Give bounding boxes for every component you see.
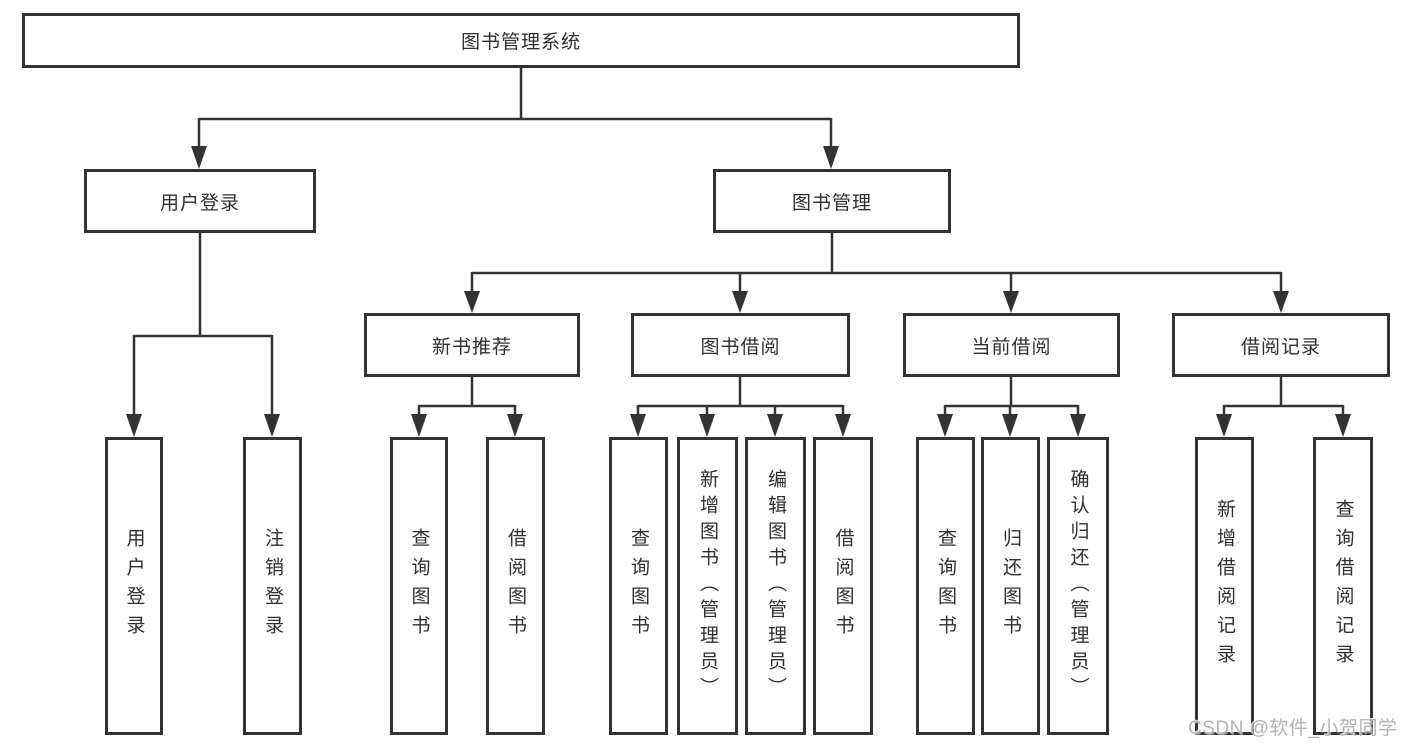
leaf-edit-book-admin: 编辑图书（管理员）	[745, 437, 806, 735]
leaf-query-book-current: 查询图书	[916, 437, 975, 735]
leaf-confirm-return-admin: 确认归还（管理员）	[1047, 437, 1109, 735]
node-root: 图书管理系统	[22, 13, 1020, 68]
leaf-query-book-borrow: 查询图书	[609, 437, 668, 735]
leaf-add-book-admin-label: 新增图书（管理员）	[697, 469, 718, 703]
leaf-confirm-return-admin-label: 确认归还（管理员）	[1067, 469, 1089, 703]
leaf-return-book: 归还图书	[981, 437, 1040, 735]
leaf-query-book-recommend-label: 查询图书	[408, 528, 430, 644]
leaf-return-book-label: 归还图书	[1000, 528, 1021, 644]
leaf-add-borrow-record: 新增借阅记录	[1195, 437, 1254, 735]
node-borrow-records: 借阅记录	[1172, 313, 1390, 377]
leaf-query-borrow-record: 查询借阅记录	[1313, 437, 1373, 735]
leaf-query-book-current-label: 查询图书	[935, 528, 956, 644]
leaf-user-login: 用户登录	[105, 437, 163, 735]
node-current-borrow: 当前借阅	[903, 313, 1120, 377]
leaf-logout-login: 注销登录	[243, 437, 302, 735]
leaf-edit-book-admin-label: 编辑图书（管理员）	[765, 469, 786, 703]
node-book-borrow: 图书借阅	[631, 313, 850, 377]
watermark: CSDN @软件_小贺同学	[1188, 718, 1398, 739]
node-book-management: 图书管理	[713, 169, 951, 233]
leaf-add-borrow-record-label: 新增借阅记录	[1214, 499, 1235, 673]
node-new-book-recommend: 新书推荐	[364, 313, 580, 377]
leaf-query-book-borrow-label: 查询图书	[628, 528, 649, 644]
leaf-borrow-book-borrow-label: 借阅图书	[832, 528, 854, 644]
leaf-query-book-recommend: 查询图书	[390, 437, 448, 735]
node-user-login: 用户登录	[84, 169, 316, 233]
leaf-logout-login-label: 注销登录	[262, 528, 283, 644]
leaf-borrow-book-recommend: 借阅图书	[486, 437, 545, 735]
leaf-borrow-book-borrow: 借阅图书	[813, 437, 873, 735]
leaf-query-borrow-record-label: 查询借阅记录	[1332, 499, 1354, 673]
leaf-borrow-book-recommend-label: 借阅图书	[505, 528, 526, 644]
leaf-user-login-label: 用户登录	[123, 528, 145, 644]
leaf-add-book-admin: 新增图书（管理员）	[677, 437, 738, 735]
